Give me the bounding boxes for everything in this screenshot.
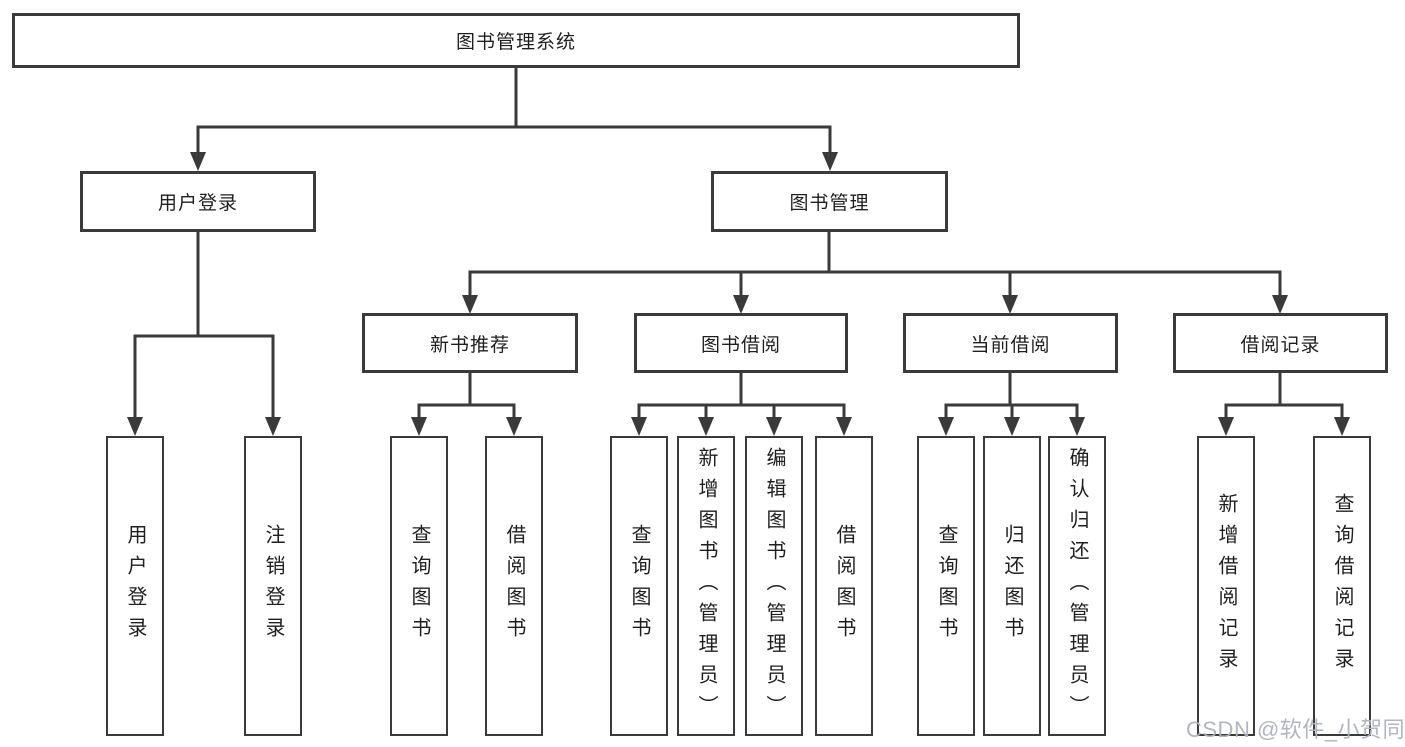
leaf-label: 查询图书	[408, 524, 430, 648]
leaf-query-books-current: 查询图书	[917, 436, 975, 736]
leaf-label: 新增图书（管理员）	[695, 446, 717, 726]
leaf-edit-books-admin: 编辑图书（管理员）	[745, 436, 803, 736]
leaf-label: 查询图书	[628, 524, 650, 648]
leaf-add-books-admin: 新增图书（管理员）	[677, 436, 735, 736]
leaf-add-borrow-record: 新增借阅记录	[1197, 436, 1255, 736]
leaf-user-login: 用户登录	[106, 436, 164, 736]
leaf-label: 编辑图书（管理员）	[763, 446, 785, 726]
node-new-book-recommend: 新书推荐	[362, 313, 578, 373]
leaf-query-books-borrow: 查询图书	[610, 436, 668, 736]
leaf-label: 查询借阅记录	[1331, 493, 1353, 679]
leaf-return-books: 归还图书	[983, 436, 1041, 736]
leaf-label: 确认归还（管理员）	[1066, 446, 1088, 726]
leaf-label: 新增借阅记录	[1215, 493, 1237, 679]
node-root: 图书管理系统	[12, 13, 1020, 68]
leaf-confirm-return-admin: 确认归还（管理员）	[1048, 436, 1106, 736]
leaf-label: 借阅图书	[833, 524, 855, 648]
leaf-query-borrow-record: 查询借阅记录	[1313, 436, 1371, 736]
leaf-logout: 注销登录	[244, 436, 302, 736]
leaf-label: 查询图书	[935, 524, 957, 648]
leaf-query-books-recommend: 查询图书	[390, 436, 448, 736]
leaf-borrow-books: 借阅图书	[815, 436, 873, 736]
leaf-borrow-books-recommend: 借阅图书	[485, 436, 543, 736]
leaf-label: 借阅图书	[503, 524, 525, 648]
node-book-management: 图书管理	[711, 171, 948, 232]
node-book-borrow: 图书借阅	[634, 313, 848, 373]
node-user-login: 用户登录	[80, 171, 316, 232]
node-current-borrow: 当前借阅	[903, 313, 1118, 373]
leaf-label: 注销登录	[262, 524, 284, 648]
leaf-label: 归还图书	[1001, 524, 1023, 648]
leaf-label: 用户登录	[124, 524, 146, 648]
node-borrow-records: 借阅记录	[1173, 313, 1388, 373]
watermark: CSDN @软件_小贺同学	[1186, 717, 1405, 742]
